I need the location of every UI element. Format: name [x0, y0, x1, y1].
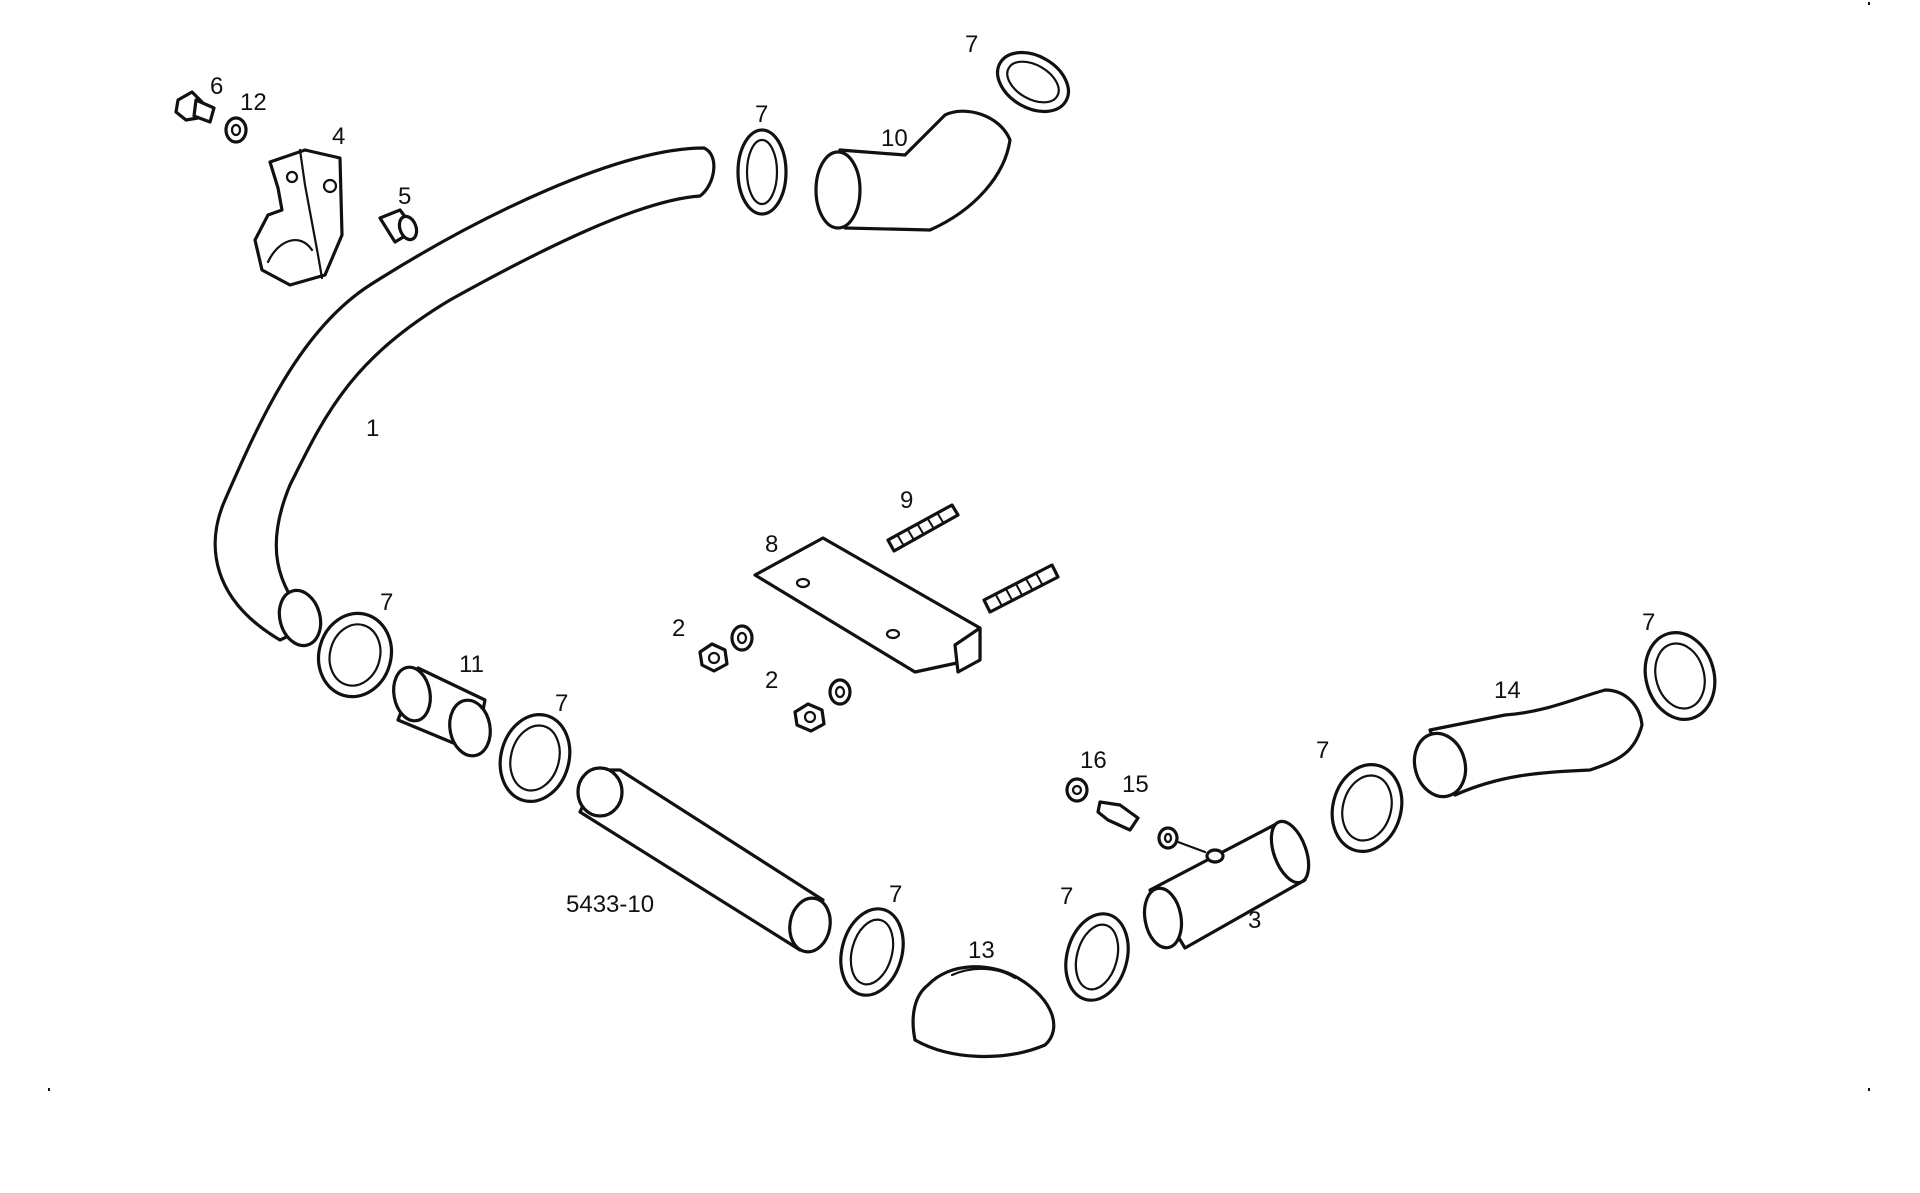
- sleeve-5: [378, 208, 419, 244]
- clamp-7-d: [839, 907, 905, 997]
- label-pipe-1: 1: [366, 415, 379, 442]
- tube-5433-10: [576, 766, 832, 954]
- label-hose-10: 10: [881, 125, 908, 152]
- hose-13: [911, 965, 1056, 1059]
- pipe-1: [213, 146, 716, 648]
- label-clamp-7-f: 7: [1316, 737, 1329, 764]
- nut-2b: [793, 702, 826, 733]
- washer-seal: [1157, 826, 1207, 854]
- washer-12b: [828, 678, 852, 706]
- label-clamp-7-a: 7: [755, 101, 768, 128]
- washer-12-top: [224, 116, 248, 144]
- label-plate-8: 8: [765, 531, 778, 558]
- nut-2a: [698, 642, 729, 673]
- label-clamp-7-e: 7: [1060, 883, 1073, 910]
- bolt-6: [174, 90, 216, 124]
- label-washer-12-top: 12: [240, 89, 267, 116]
- washer-12a: [730, 624, 754, 652]
- label-stud-9: 9: [900, 487, 913, 514]
- label-hose-14: 14: [1494, 677, 1521, 704]
- label-bracket-4: 4: [332, 123, 345, 150]
- clamp-7-c: [498, 712, 572, 804]
- label-clamp-7-c: 7: [555, 690, 568, 717]
- clamp-7-top: [996, 50, 1070, 114]
- label-hose-13: 13: [968, 937, 995, 964]
- clamp-7-a: [736, 128, 788, 216]
- clamp-7-f: [1330, 762, 1404, 854]
- label-clamp-7-b: 7: [380, 589, 393, 616]
- label-bolt-6: 6: [210, 73, 223, 100]
- hose-14: [1412, 688, 1644, 799]
- label-sleeve-5: 5: [398, 183, 411, 210]
- nipple-15: [1096, 800, 1140, 832]
- label-clamp-7-d: 7: [889, 881, 902, 908]
- clamp-7-b: [316, 611, 394, 699]
- part-labels: 1 2 2 3 4 5 6 12 7 7 10 7 11 7 8 9 5433-…: [210, 31, 1655, 964]
- label-plug-16: 16: [1080, 747, 1107, 774]
- plug-16: [1065, 777, 1089, 803]
- label-clamp-7-g: 7: [1642, 609, 1655, 636]
- label-nipple-15: 15: [1122, 771, 1149, 798]
- label-nut-2b: 2: [765, 667, 778, 694]
- clamp-7-e: [1064, 912, 1130, 1002]
- hose-11: [392, 665, 492, 758]
- label-nut-2a: 2: [672, 615, 685, 642]
- label-pipe-3: 3: [1248, 907, 1261, 934]
- clamp-7-g: [1643, 630, 1717, 722]
- pipe-3: [1142, 819, 1311, 950]
- label-reference: 5433-10: [566, 891, 654, 918]
- label-hose-11: 11: [459, 651, 484, 678]
- hose-10: [814, 109, 1012, 232]
- corner-marks: [48, 2, 1870, 1091]
- label-clamp-7-top: 7: [965, 31, 978, 58]
- bracket-4: [253, 148, 344, 287]
- plate-8: [753, 536, 982, 674]
- stud-9: [886, 503, 1060, 614]
